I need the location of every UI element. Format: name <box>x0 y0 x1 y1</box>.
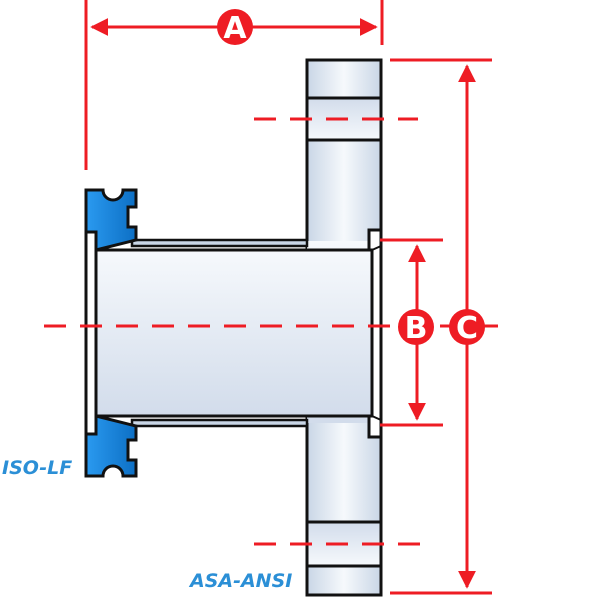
dim-b-label: B <box>405 311 428 346</box>
dim-b-badge: B <box>398 309 434 346</box>
dim-a-badge: A <box>217 9 253 46</box>
tube-body <box>94 238 382 428</box>
tube-wall-bottom <box>130 418 309 428</box>
asa-ansi-caption: ASA-ANSI <box>188 570 292 592</box>
iso-lf-flange <box>84 188 138 478</box>
tube-wall-top <box>130 238 309 248</box>
dim-c-label: C <box>456 311 478 346</box>
iso-flange-lower <box>84 414 138 478</box>
iso-flange-face <box>84 230 98 436</box>
iso-flange-upper <box>84 188 138 252</box>
iso-lf-caption: ISO-LF <box>2 457 72 479</box>
dim-a-label: A <box>223 11 247 46</box>
tube-bore <box>94 248 374 418</box>
dim-c-badge: C <box>449 309 485 346</box>
